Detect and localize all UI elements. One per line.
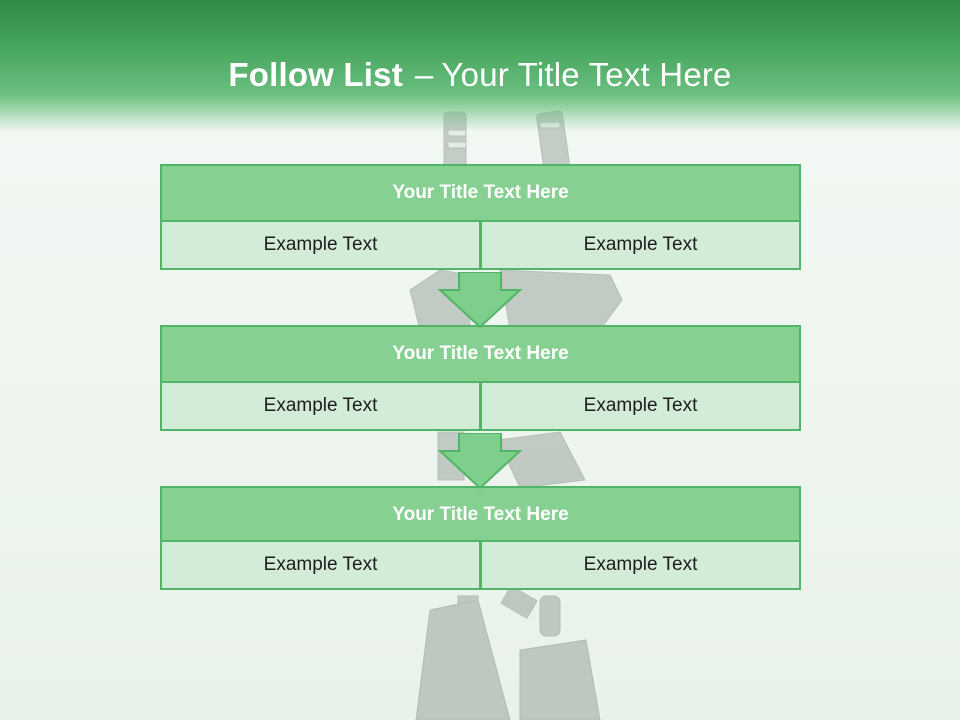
block-title[interactable]: Your Title Text Here bbox=[160, 325, 801, 383]
title-bold: Follow List bbox=[228, 56, 403, 93]
block-title[interactable]: Your Title Text Here bbox=[160, 486, 801, 544]
header-band bbox=[0, 0, 960, 132]
slide-title: Follow List–Your Title Text Here bbox=[0, 56, 960, 94]
block-right-cell[interactable]: Example Text bbox=[480, 381, 801, 431]
title-rest: Your Title Text Here bbox=[441, 56, 732, 93]
block-left-cell[interactable]: Example Text bbox=[160, 220, 481, 270]
block-left-cell[interactable]: Example Text bbox=[160, 381, 481, 431]
block-right-cell[interactable]: Example Text bbox=[480, 220, 801, 270]
block-title[interactable]: Your Title Text Here bbox=[160, 164, 801, 222]
block-right-cell[interactable]: Example Text bbox=[480, 540, 801, 590]
title-separator: – bbox=[414, 56, 434, 93]
block-left-cell[interactable]: Example Text bbox=[160, 540, 481, 590]
down-arrow-icon bbox=[438, 272, 522, 328]
down-arrow-icon bbox=[438, 433, 522, 489]
